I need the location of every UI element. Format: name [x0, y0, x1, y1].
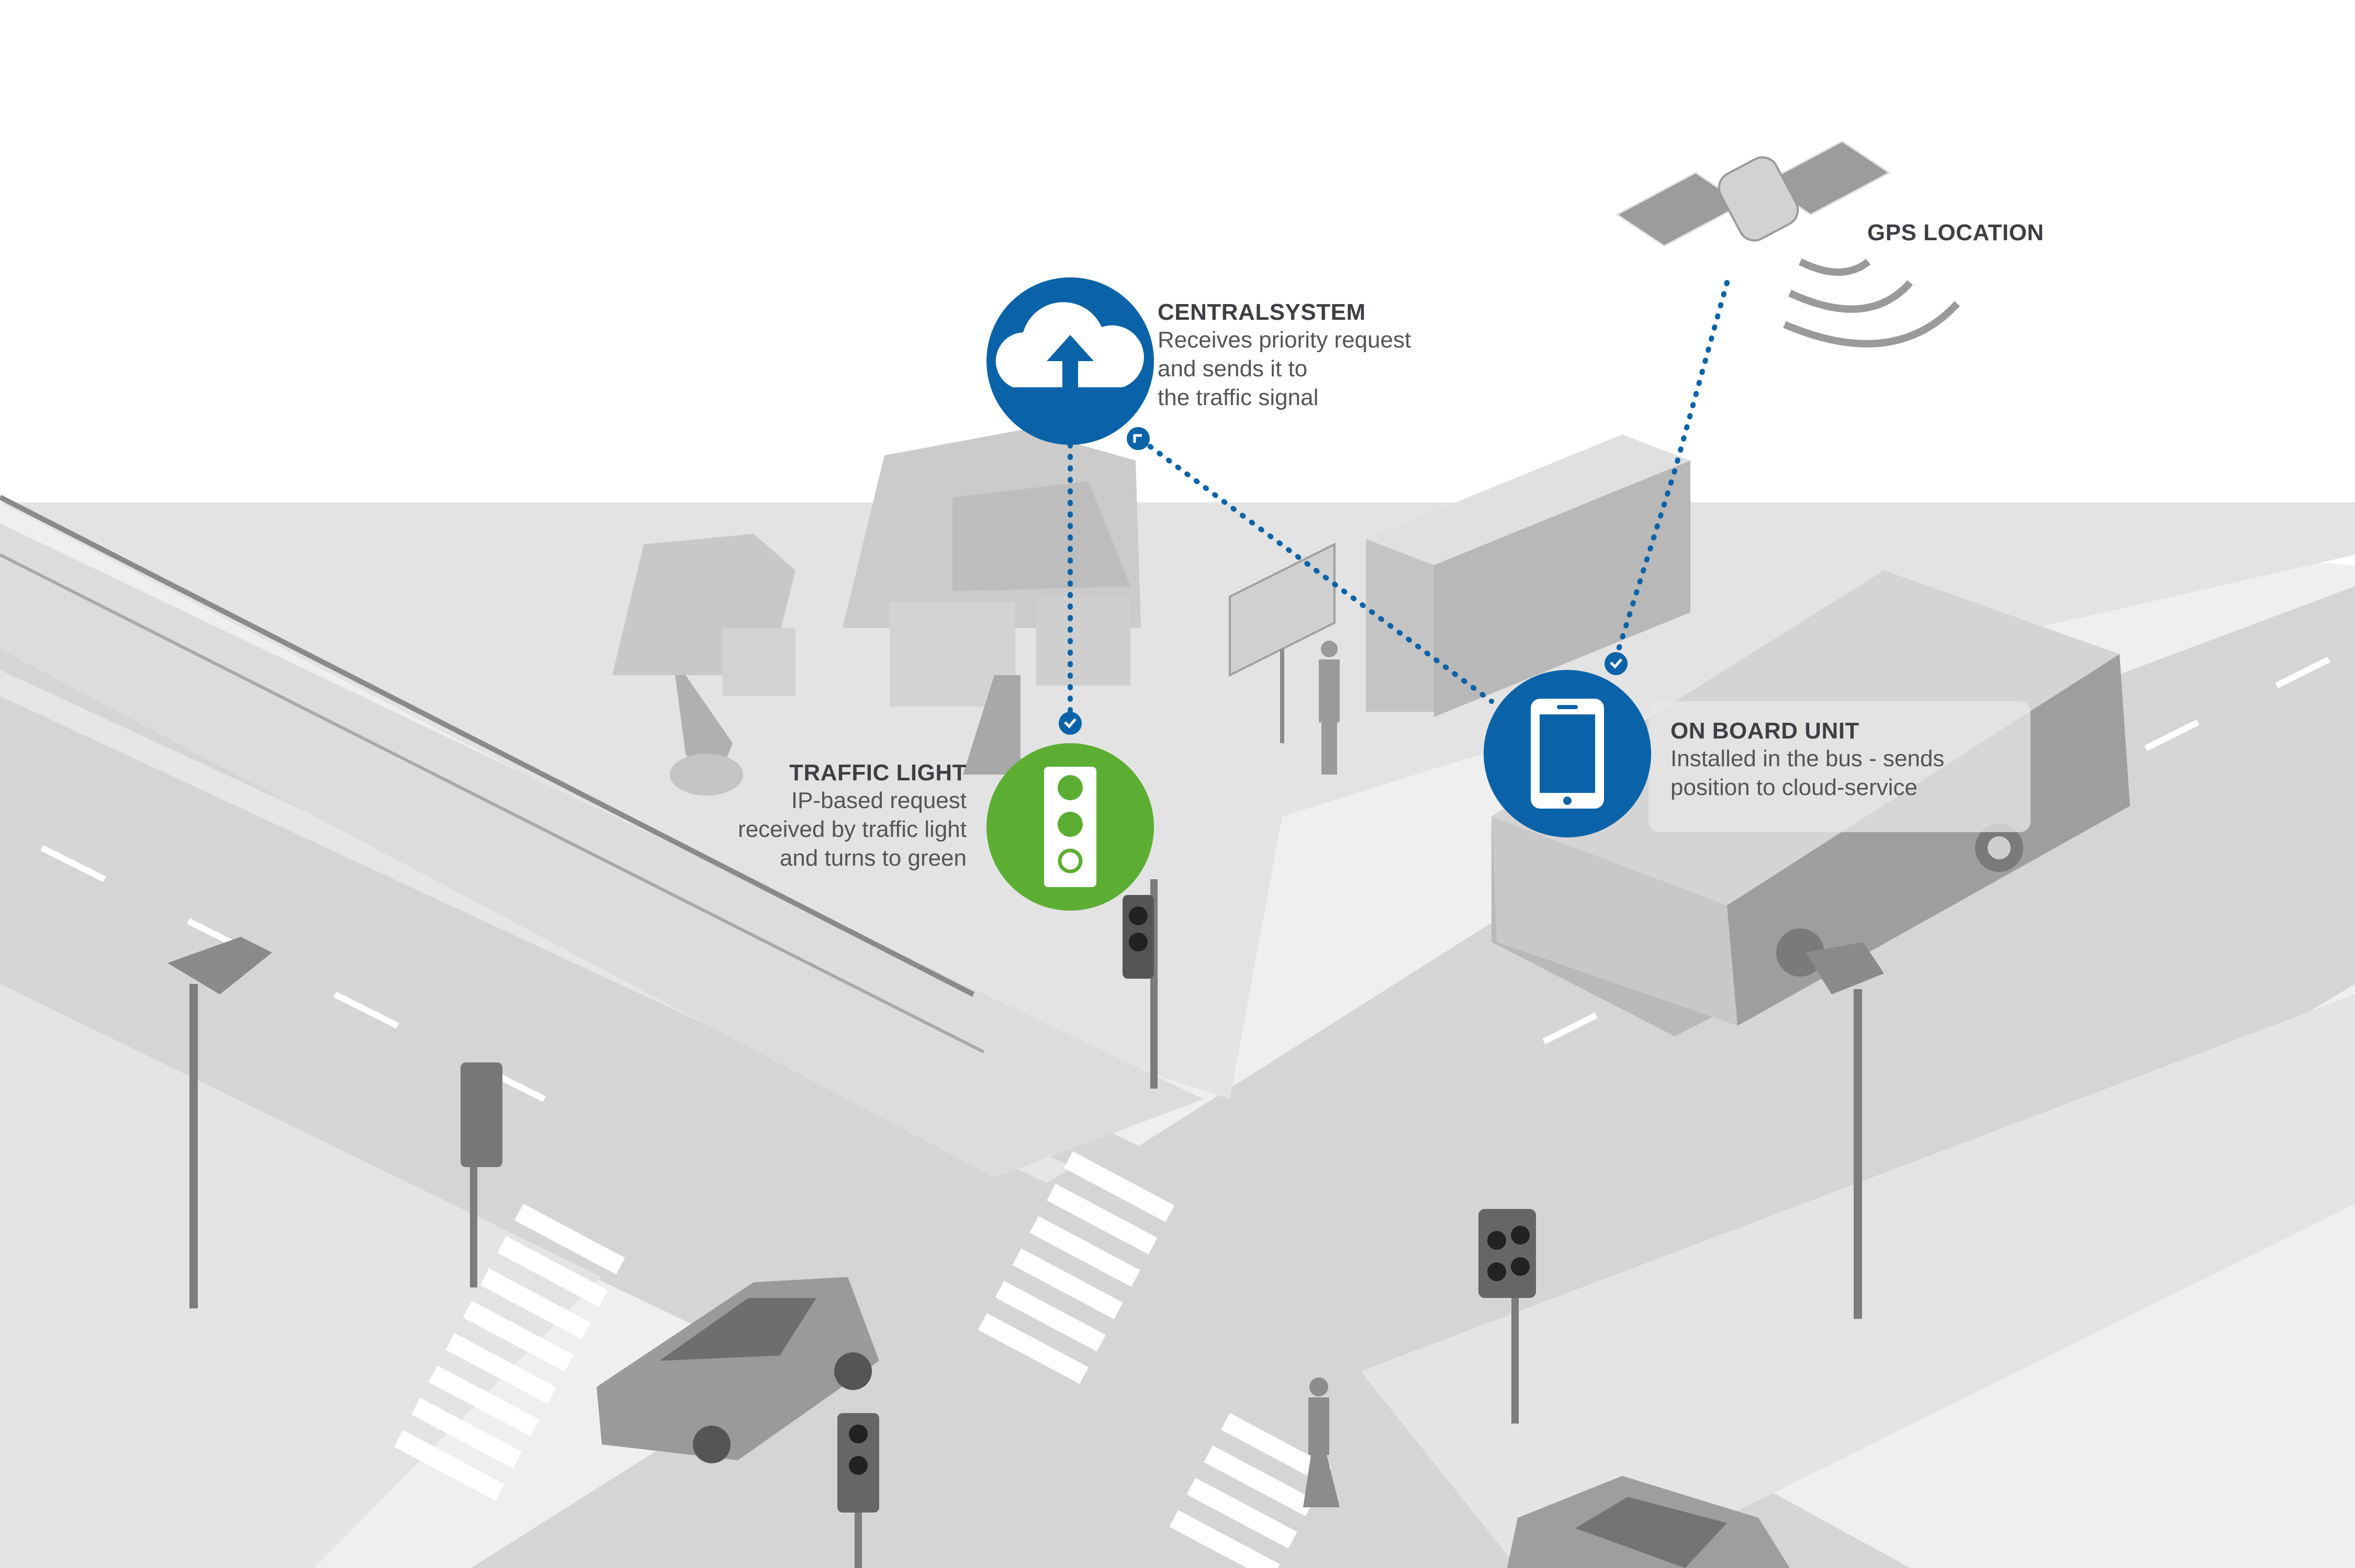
street-lamp-right — [1806, 942, 1884, 1319]
traffic-light-line-2: received by traffic light — [738, 816, 967, 842]
billboard — [1229, 542, 1336, 743]
bus-shelter — [1366, 434, 1690, 717]
on-board-unit-title: ON BOARD UNIT — [1670, 718, 1859, 744]
tree-center — [843, 429, 1141, 775]
signal-pole-south — [837, 1413, 879, 1568]
traffic-light-node — [986, 743, 1154, 911]
signal-pole-west — [461, 1062, 502, 1287]
gps-location-label: GPS LOCATION — [1867, 220, 2044, 246]
traffic-light-icon — [1044, 767, 1096, 887]
connector-badges — [1059, 427, 1628, 735]
gps-location-title: GPS LOCATION — [1867, 220, 2044, 245]
car-right — [1507, 1476, 1790, 1568]
traffic-light-title: TRAFFIC LIGHT — [789, 760, 967, 786]
pedestrian-crossing — [1303, 1377, 1340, 1507]
tablet-icon — [1531, 699, 1604, 809]
on-board-unit-line-2: position to cloud-service — [1670, 775, 1918, 800]
traffic-light-line-1: IP-based request — [791, 788, 967, 813]
traffic-light-label: TRAFFIC LIGHT IP-based request received … — [618, 760, 967, 872]
pedestrian-waiting — [1319, 641, 1340, 775]
on-board-unit-line-1: Installed in the bus - sends — [1670, 746, 1945, 771]
street-lamp-left — [167, 937, 272, 1308]
central-system-label: CENTRALSYSTEM Receives priority request … — [1158, 299, 1411, 412]
cloud-upload-icon — [995, 302, 1144, 390]
satellite-icon — [1616, 140, 1960, 348]
car-left — [597, 1277, 879, 1463]
central-system-line-3: the traffic signal — [1158, 385, 1319, 410]
on-board-unit-label: ON BOARD UNIT Installed in the bus - sen… — [1670, 718, 1944, 802]
central-system-node — [986, 277, 1154, 445]
signal-pole-east — [1478, 1209, 1536, 1424]
tree-left — [612, 534, 795, 796]
connection-lines — [1068, 280, 1730, 714]
signal-pole-north — [1123, 879, 1158, 1089]
traffic-light-line-3: and turns to green — [779, 845, 967, 871]
central-system-line-2: and sends it to — [1158, 356, 1308, 382]
central-system-title: CENTRALSYSTEM — [1158, 299, 1366, 325]
central-system-line-1: Receives priority request — [1158, 327, 1411, 353]
on-board-unit-node — [1484, 670, 2031, 837]
